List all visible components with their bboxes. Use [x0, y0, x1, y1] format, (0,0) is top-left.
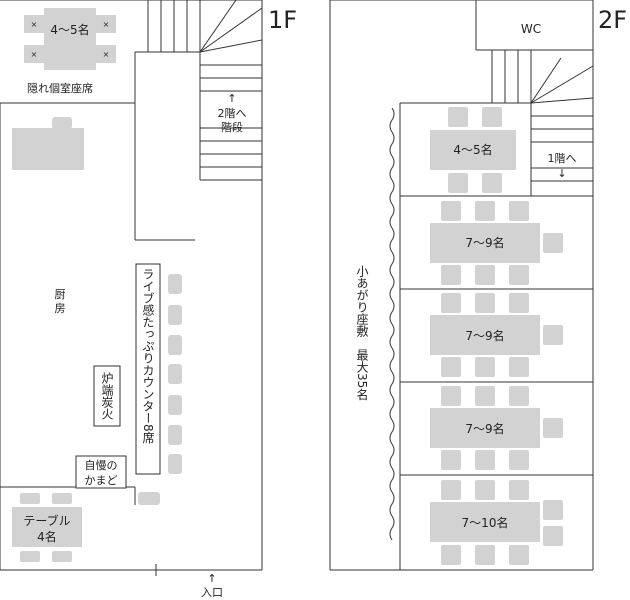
private-room-table: 4〜5名 隠れ個室座席 [24, 8, 116, 95]
kitchen-worktable [12, 117, 84, 170]
kitchen-label-2: 房 [55, 302, 66, 315]
raised-seating-label: 小あがり座敷 最大35名 [355, 265, 369, 401]
seat-mark: × [31, 50, 38, 59]
oven [75, 455, 127, 489]
table-2f-4-capacity: 7〜9名 [465, 421, 504, 436]
table-2f-2-capacity: 7〜9名 [465, 235, 504, 250]
down-arrow: ↓ [557, 167, 566, 180]
counter-label: ライブ感たっぷりカウンター8席 [141, 268, 155, 444]
counter [135, 263, 161, 475]
charcoal-label: 炉端炭火 [100, 372, 114, 420]
seat-mark: × [31, 20, 38, 29]
table-capacity: 4名 [37, 529, 57, 544]
floor-1-label: 1F [268, 6, 297, 34]
table-2f-3-capacity: 7〜9名 [465, 328, 504, 343]
wc-label: WC [521, 22, 541, 36]
floor-2-label: 2F [598, 6, 627, 34]
kitchen-label-1: 厨 [55, 288, 66, 301]
table-4-seats [12, 493, 82, 562]
table-2f-1-capacity: 4〜5名 [453, 142, 492, 157]
stairs-note-line-1: 2階へ [218, 106, 247, 120]
seat-mark: × [103, 20, 110, 29]
table-2f-3 [430, 293, 563, 377]
oven-label-1: 自慢の [85, 459, 118, 472]
stairs-note-line-2: 階段 [221, 120, 243, 134]
table-2f-5-capacity: 7〜10名 [462, 515, 509, 530]
up-arrow: ↑ [227, 92, 236, 105]
charcoal-grill [93, 365, 121, 427]
table-2f-1 [430, 107, 516, 193]
floor-2 [329, 0, 594, 571]
table-2f-2 [430, 201, 563, 285]
stairs-down-note: 1階へ [548, 151, 577, 165]
counter-stools [138, 274, 182, 505]
private-room-capacity: 4〜5名 [50, 22, 89, 37]
table-2f-5 [430, 480, 563, 565]
table-2f-4 [430, 386, 563, 470]
oven-label-2: かまど [85, 474, 118, 487]
entrance-label: 入口 [201, 586, 223, 599]
entrance-arrow: ↑ [207, 572, 216, 585]
private-room-label: 隠れ個室座席 [27, 81, 93, 95]
seat-mark: × [103, 50, 110, 59]
table-label: テーブル [23, 513, 70, 528]
